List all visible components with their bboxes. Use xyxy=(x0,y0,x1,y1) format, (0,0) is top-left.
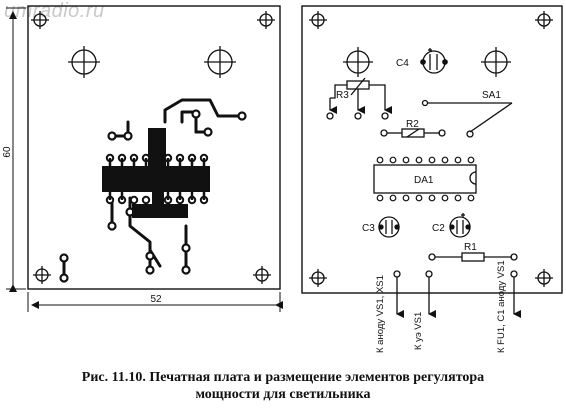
r1-label: R1 xyxy=(464,242,477,253)
pcb-dim-width-label: 52 xyxy=(150,294,162,305)
sa1-switch xyxy=(421,99,513,138)
da1-pins xyxy=(376,156,475,202)
c3-label: C3 xyxy=(362,223,375,234)
pcb-dim-height-label: 60 xyxy=(2,146,13,158)
layout-mounting-holes xyxy=(309,11,553,287)
c2-capacitor xyxy=(449,213,471,238)
c4-label: C4 xyxy=(396,58,409,69)
pcb-dim-width xyxy=(27,292,283,312)
da1-label: DA1 xyxy=(414,175,434,186)
pcb-dim-height xyxy=(6,7,26,292)
lead-label-1: К аноду VS1, XS1 xyxy=(375,275,386,353)
figure-caption-line-2: мощности для светильника xyxy=(195,387,371,402)
c2-label: C2 xyxy=(432,223,445,234)
da1-chip xyxy=(373,164,477,194)
lead-label-2: К уэ VS1 xyxy=(413,312,424,350)
pcb-copper-pour xyxy=(102,128,210,218)
figure-caption-line-1: Рис. 11.10. Печатная плата и размещение … xyxy=(81,370,485,385)
r1-resistor xyxy=(428,252,518,262)
r2-resistor xyxy=(380,128,446,138)
c3-capacitor xyxy=(378,216,400,238)
layout-board: C4 R3 SA1 R2 xyxy=(301,5,563,318)
layout-lead-arrows xyxy=(393,270,521,318)
pcb-mounting-holes xyxy=(31,11,275,284)
sa1-label: SA1 xyxy=(482,90,501,101)
lead-label-3: К FU1, C1 аноду VS1 xyxy=(496,260,507,353)
r2-label: R2 xyxy=(406,119,419,130)
pcb-board: 60 52 xyxy=(2,5,283,312)
c4-capacitor xyxy=(420,48,448,74)
r3-label: R3 xyxy=(336,90,349,101)
r3-potentiometer xyxy=(326,77,392,120)
